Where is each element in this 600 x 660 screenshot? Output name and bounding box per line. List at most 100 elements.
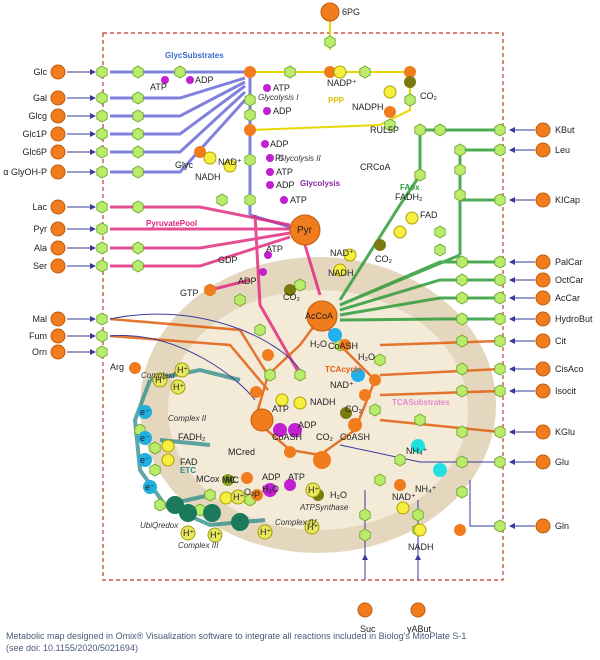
reaction-hexagons [96, 35, 506, 542]
svg-text:CO₂: CO₂ [316, 432, 334, 442]
substrate-left-label: α GlyOH-P [3, 167, 47, 177]
svg-text:ComplexI: ComplexI [141, 371, 176, 380]
svg-text:FAD: FAD [420, 210, 438, 220]
svg-text:FADH₂: FADH₂ [178, 432, 206, 442]
svg-text:NADH: NADH [408, 542, 434, 552]
svg-text:ATP: ATP [266, 244, 283, 254]
reaction-hexagon [374, 473, 386, 487]
svg-text:H⁺: H⁺ [155, 375, 166, 385]
metabolite-mc: MC [222, 475, 236, 485]
cell-boundary [102, 32, 504, 581]
metabolite-accoa: AcCoA [305, 311, 333, 321]
reaction-hexagon [264, 368, 276, 382]
pathway-ppp: PPP [328, 96, 345, 105]
reaction-hexagon [456, 425, 468, 439]
etc-token-labels: H⁺ H⁺ H⁺ e⁻ e⁻ e⁻ e⁻ H⁺ H⁺ H⁺ H⁺ H⁺ H⁺ P… [140, 365, 319, 540]
svg-text:FAD: FAD [180, 457, 198, 467]
reaction-hexagon [374, 353, 386, 367]
tca-lines [109, 317, 501, 457]
reaction-hexagon [96, 109, 108, 123]
svg-text:Complex III: Complex III [178, 541, 219, 550]
reaction-hexagon [234, 293, 246, 307]
reaction-hexagon [96, 222, 108, 236]
reaction-hexagon [244, 153, 256, 167]
pathway-faox: FAox [400, 183, 420, 192]
reaction-hexagon [456, 255, 468, 269]
reaction-hexagon [96, 165, 108, 179]
reaction-hexagon [149, 463, 161, 477]
substrate-left-label: Lac [32, 202, 47, 212]
reaction-hexagon [456, 334, 468, 348]
reaction-hexagon [359, 528, 371, 542]
svg-text:e⁻: e⁻ [145, 482, 155, 492]
svg-text:ATP: ATP [273, 83, 290, 93]
metabolite-gtp: GTP [180, 288, 199, 298]
reaction-hexagon [154, 498, 166, 512]
metabolite-rul5p: RUL5P [370, 125, 399, 135]
svg-text:H₂O: H₂O [262, 484, 279, 494]
substrate-left-label: Glc6P [22, 147, 47, 157]
svg-text:NADPH: NADPH [352, 102, 384, 112]
right-substrate-labels: KButLeuKICapPalCarOctCarAcCarHydroButCit… [555, 125, 593, 531]
reaction-hexagon [456, 312, 468, 326]
svg-text:H⁺: H⁺ [233, 492, 244, 502]
svg-text:O₂: O₂ [244, 487, 255, 497]
cofactor-labels: ATP ADP ATP ADP NADP⁺ NADPH CO₂ NAD⁺ NAD… [150, 75, 438, 552]
svg-text:CO₂: CO₂ [375, 254, 393, 264]
reaction-hexagon [216, 193, 228, 207]
substrate-left-label: Fum [29, 331, 47, 341]
reaction-hexagon [132, 200, 144, 214]
substrate-right-label: HydroBut [555, 314, 593, 324]
svg-text:NAD⁺: NAD⁺ [330, 380, 354, 390]
svg-text:H⁺: H⁺ [183, 528, 194, 538]
reaction-hexagon [96, 345, 108, 359]
metabolite-arg: Arg [110, 362, 124, 372]
reaction-hexagon [369, 403, 381, 417]
reaction-hexagon [284, 65, 296, 79]
metabolite-mcox: MCox [196, 474, 220, 484]
reaction-hexagon [434, 243, 446, 257]
reaction-hexagon [359, 65, 371, 79]
svg-text:UbiQredox: UbiQredox [140, 521, 179, 530]
svg-text:NAD⁺: NAD⁺ [392, 492, 416, 502]
substrate-right-label: AcCar [555, 293, 580, 303]
reaction-hexagon [96, 329, 108, 343]
metabolite-glyc: Glyc [175, 160, 194, 170]
svg-text:H₂O: H₂O [358, 352, 375, 362]
svg-text:ADP: ADP [273, 106, 292, 116]
reaction-hexagon [294, 278, 306, 292]
reaction-hexagon [404, 93, 416, 107]
metabolite-pyr: Pyr [297, 225, 313, 236]
reaction-hexagon [96, 145, 108, 159]
reaction-hexagon [494, 362, 506, 376]
reaction-hexagon [244, 93, 256, 107]
pathway-glycsubstrates: GlycSubstrates [165, 51, 224, 60]
reaction-hexagon [494, 193, 506, 207]
reaction-hexagon [456, 384, 468, 398]
substrate-right-label: Glu [555, 457, 569, 467]
substrate-left-label: Glc1P [22, 129, 47, 139]
svg-text:NH₄⁺: NH₄⁺ [415, 484, 437, 494]
substrate-right-label: OctCar [555, 275, 584, 285]
svg-text:Glycolysis II: Glycolysis II [278, 154, 321, 163]
svg-text:CoASH: CoASH [328, 341, 358, 351]
svg-text:ADP: ADP [195, 75, 214, 85]
svg-text:ADP: ADP [298, 420, 317, 430]
transport-lines [67, 69, 535, 580]
reaction-hexagon [204, 488, 216, 502]
substrate-right-label: Gln [555, 521, 569, 531]
svg-text:NADH: NADH [310, 397, 336, 407]
inner-metabolites [129, 2, 466, 536]
reaction-hexagon [132, 109, 144, 123]
svg-text:H₂O: H₂O [330, 490, 347, 500]
reaction-hexagon [494, 384, 506, 398]
svg-text:CO₂: CO₂ [345, 404, 363, 414]
substrate-left-label: Orn [32, 347, 47, 357]
reaction-hexagon [494, 123, 506, 137]
svg-text:ADP: ADP [262, 472, 281, 482]
svg-text:NADH: NADH [328, 268, 354, 278]
substrate-left-label: Ala [34, 243, 47, 253]
top-node-label: 6PG [342, 7, 360, 17]
svg-text:CO₂: CO₂ [420, 91, 438, 101]
